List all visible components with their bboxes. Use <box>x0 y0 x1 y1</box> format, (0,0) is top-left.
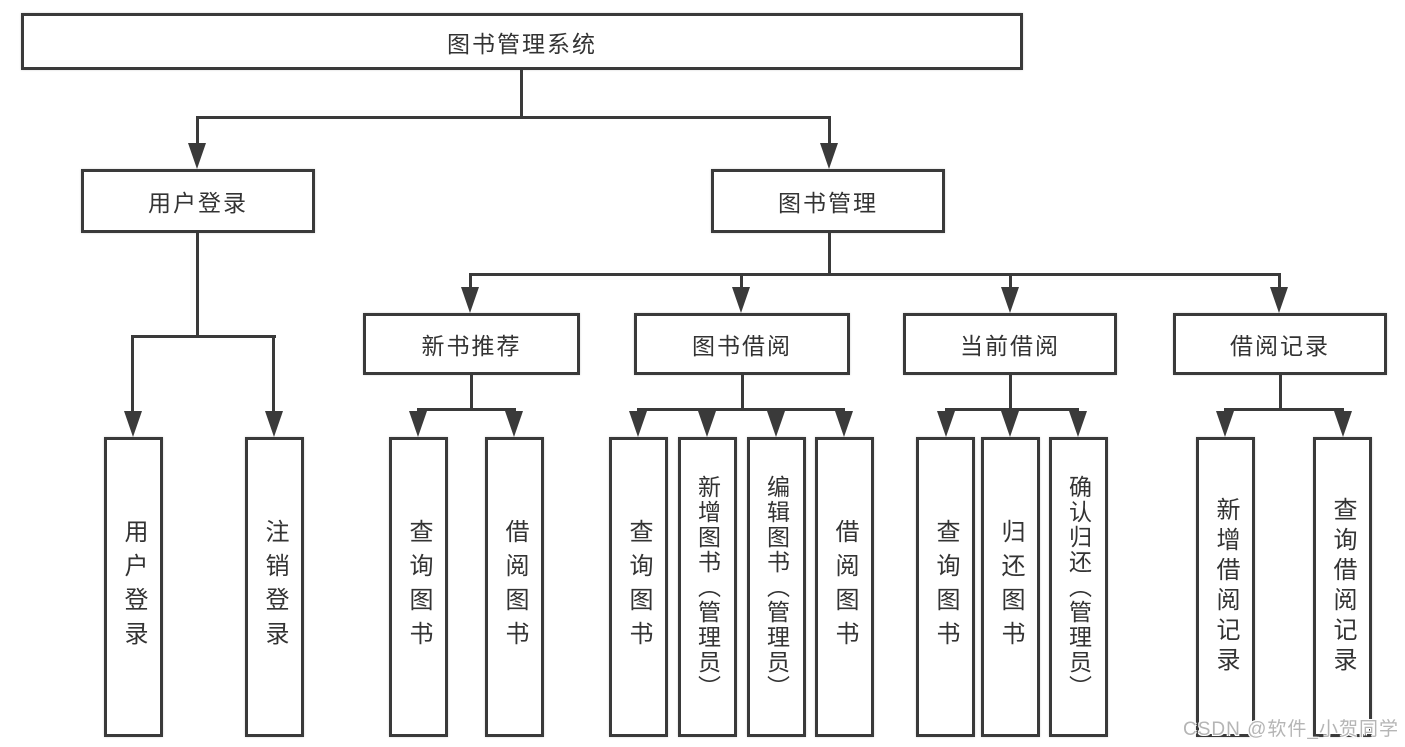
leaf-record-query-label: 查询借阅记录 <box>1329 497 1356 677</box>
connector-borrowrecord-stem <box>1279 375 1282 411</box>
node-book-borrow: 图书借阅 <box>634 313 850 375</box>
leaf-current-confirm-return: 确认归还（管理员） <box>1049 437 1108 737</box>
leaf-current-return-label: 归还图书 <box>997 519 1024 655</box>
arrowhead-to-cb-return-icon <box>1001 411 1019 437</box>
arrowhead-to-bb-borrow-icon <box>835 411 853 437</box>
arrowhead-to-leaf-user-login-icon <box>124 411 142 437</box>
leaf-current-query: 查询图书 <box>916 437 975 737</box>
connector-userlogin-stem <box>196 233 199 338</box>
leaf-newbook-borrow: 借阅图书 <box>485 437 544 737</box>
arrowhead-to-nb-query-icon <box>409 411 427 437</box>
connector-borrowrecord-rail <box>1224 408 1344 411</box>
leaf-newbook-query: 查询图书 <box>389 437 448 737</box>
leaf-current-query-label: 查询图书 <box>932 519 959 655</box>
arrowhead-to-bb-query-icon <box>629 411 647 437</box>
node-new-book-recommend: 新书推荐 <box>363 313 580 375</box>
connector-currentborrow-stem <box>1009 375 1012 411</box>
node-borrow-record-label: 借阅记录 <box>1230 333 1330 359</box>
arrowhead-to-br-query-icon <box>1334 411 1352 437</box>
connector-bookmgmt-drop4 <box>1278 273 1281 290</box>
connector-root-drop-left <box>196 116 199 146</box>
connector-bookborrow-stem <box>741 375 744 411</box>
connector-newbook-rail <box>417 408 516 411</box>
connector-userlogin-rail <box>131 335 276 338</box>
node-borrow-record: 借阅记录 <box>1173 313 1387 375</box>
connector-bookmgmt-drop2 <box>740 273 743 290</box>
arrowhead-to-user-login-icon <box>188 143 206 169</box>
connector-bookmgmt-drop1 <box>469 273 472 290</box>
arrowhead-to-bb-add-icon <box>698 411 716 437</box>
connector-currentborrow-rail <box>945 408 1079 411</box>
arrowhead-to-cb-query-icon <box>937 411 955 437</box>
connector-bookborrow-rail <box>637 408 845 411</box>
arrowhead-to-current-borrow-icon <box>1001 287 1019 313</box>
leaf-user-login: 用户登录 <box>104 437 163 737</box>
leaf-bookborrow-query-label: 查询图书 <box>625 519 652 655</box>
leaf-logout-label: 注销登录 <box>261 519 288 655</box>
connector-root-stem <box>520 70 523 118</box>
connector-bookmgmt-rail <box>469 273 1281 276</box>
leaf-bookborrow-add: 新增图书（管理员） <box>678 437 737 737</box>
connector-userlogin-drop2 <box>272 335 275 413</box>
arrowhead-to-book-management-icon <box>820 143 838 169</box>
leaf-bookborrow-edit-label: 编辑图书（管理员） <box>763 474 790 700</box>
node-user-login-label: 用户登录 <box>148 190 248 216</box>
leaf-current-confirm-return-label: 确认归还（管理员） <box>1065 474 1092 700</box>
leaf-bookborrow-edit: 编辑图书（管理员） <box>747 437 806 737</box>
leaf-user-login-label: 用户登录 <box>120 519 147 655</box>
node-book-management: 图书管理 <box>711 169 945 233</box>
arrowhead-to-nb-borrow-icon <box>505 411 523 437</box>
connector-bookmgmt-stem <box>828 233 831 276</box>
leaf-newbook-borrow-label: 借阅图书 <box>501 519 528 655</box>
connector-root-rail <box>196 116 830 119</box>
leaf-current-return: 归还图书 <box>981 437 1040 737</box>
node-new-book-recommend-label: 新书推荐 <box>421 333 522 359</box>
connector-bookmgmt-drop3 <box>1009 273 1012 290</box>
arrowhead-to-br-add-icon <box>1216 411 1234 437</box>
arrowhead-to-bb-edit-icon <box>767 411 785 437</box>
arrowhead-to-leaf-logout-icon <box>265 411 283 437</box>
leaf-newbook-query-label: 查询图书 <box>405 519 432 655</box>
node-user-login: 用户登录 <box>81 169 315 233</box>
node-book-borrow-label: 图书借阅 <box>692 333 792 359</box>
leaf-record-add: 新增借阅记录 <box>1196 437 1255 737</box>
leaf-logout: 注销登录 <box>245 437 304 737</box>
connector-userlogin-drop1 <box>131 335 134 413</box>
node-root: 图书管理系统 <box>21 13 1023 70</box>
connector-newbook-stem <box>470 375 473 411</box>
leaf-bookborrow-borrow: 借阅图书 <box>815 437 874 737</box>
node-root-label: 图书管理系统 <box>447 30 597 57</box>
arrowhead-to-new-book-icon <box>461 287 479 313</box>
node-current-borrow-label: 当前借阅 <box>960 333 1060 359</box>
leaf-bookborrow-query: 查询图书 <box>609 437 668 737</box>
connector-root-drop-right <box>828 116 831 146</box>
leaf-bookborrow-borrow-label: 借阅图书 <box>831 519 858 655</box>
arrowhead-to-borrow-record-icon <box>1270 287 1288 313</box>
node-book-management-label: 图书管理 <box>778 190 878 216</box>
arrowhead-to-book-borrow-icon <box>732 287 750 313</box>
node-current-borrow: 当前借阅 <box>903 313 1117 375</box>
csdn-watermark: CSDN @软件_小贺同学 <box>1183 719 1399 740</box>
leaf-record-add-label: 新增借阅记录 <box>1212 497 1239 677</box>
arrowhead-to-cb-confirm-icon <box>1069 411 1087 437</box>
leaf-bookborrow-add-label: 新增图书（管理员） <box>694 474 721 700</box>
leaf-record-query: 查询借阅记录 <box>1313 437 1372 737</box>
